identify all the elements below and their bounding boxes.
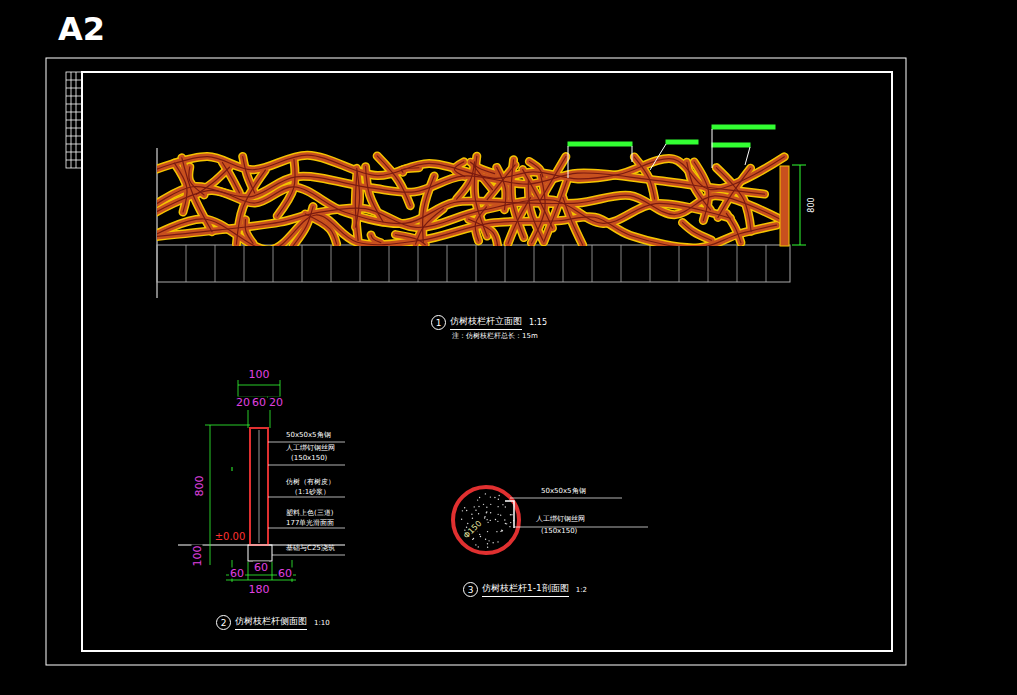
- callout-number: 1: [431, 315, 446, 330]
- elevation-mark: ±0.00: [214, 532, 247, 542]
- dimension: 60: [253, 562, 269, 573]
- view-title: 仿树枝栏杆1-1剖面图: [482, 582, 569, 597]
- dimension: 800: [808, 196, 816, 213]
- base-band: [157, 245, 790, 282]
- branch-railing: [157, 155, 784, 246]
- note: 注：仿树枝栏杆总长：15m: [451, 333, 539, 340]
- view-callout: 3 仿树枝栏杆1-1剖面图: [463, 582, 569, 597]
- dimension: 100: [248, 369, 271, 380]
- material-note: (150x150): [290, 455, 328, 462]
- material-note: (150x150): [540, 528, 578, 535]
- material-note: 50x50x5角钢: [285, 432, 332, 439]
- diameter: Φ150: [462, 519, 484, 541]
- outer-frame: [46, 58, 906, 665]
- material-note: 50x50x5角钢: [540, 488, 587, 495]
- inner-frame: [82, 72, 892, 651]
- material-note: 塑料上色(三道): [285, 510, 334, 517]
- callout-number: 3: [463, 582, 478, 597]
- dimension: 20: [268, 397, 284, 408]
- material-note: 177单光滑面面: [285, 520, 335, 527]
- material-note: 人工绑钉钢丝网: [535, 516, 586, 523]
- dimension-line: [792, 165, 806, 245]
- dimension: 180: [248, 584, 271, 595]
- view-callout: 1 仿树枝栏杆立面图: [431, 315, 522, 330]
- material-note: 人工绑钉钢丝网: [285, 445, 336, 452]
- dimension: 60: [251, 397, 267, 408]
- view-title: 仿树枝栏杆侧面图: [235, 615, 307, 630]
- scale: 1:10: [313, 619, 331, 626]
- dimension: 100: [192, 545, 203, 568]
- green-callouts: [568, 125, 775, 178]
- side-section: [178, 380, 345, 582]
- material-note: 仿树（有树皮）: [285, 479, 336, 486]
- material-note: （1:1砂浆）: [290, 489, 331, 496]
- sheet-size: A2: [58, 10, 105, 48]
- end-post: [780, 166, 789, 246]
- dimension: 60: [277, 568, 293, 579]
- view-title: 仿树枝栏杆立面图: [450, 315, 522, 330]
- dimension: 20: [235, 397, 251, 408]
- material-note: 基础与C25浇筑: [285, 545, 336, 552]
- view-callout: 2 仿树枝栏杆侧面图: [216, 615, 307, 630]
- title-strip: [66, 72, 82, 168]
- dimension: 60: [229, 568, 245, 579]
- scale: 1:15: [528, 319, 548, 327]
- dimension: 800: [194, 475, 205, 498]
- round-section: [453, 487, 648, 553]
- scale: 1:2: [575, 586, 588, 593]
- callout-number: 2: [216, 615, 231, 630]
